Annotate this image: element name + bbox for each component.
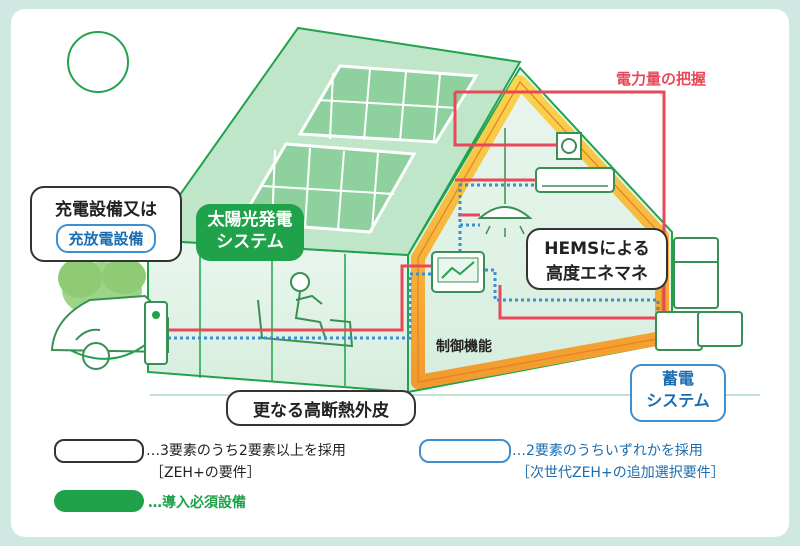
- charging-sub: 充放電設備: [56, 224, 156, 253]
- solar-system-label: 太陽光発電 システム: [196, 204, 304, 261]
- control-function-label: 制御機能: [436, 339, 492, 355]
- hems-line-1: HEMSによる: [544, 239, 650, 259]
- solar-line-1: 太陽光発電: [207, 210, 293, 230]
- legend-green-label: …導入必須設備: [148, 495, 246, 511]
- legend-blue-swatch: [419, 439, 511, 463]
- power-measurement-label: 電力量の把握: [616, 70, 707, 88]
- legend-white-swatch: [54, 439, 144, 463]
- car-icon: [50, 294, 169, 370]
- battery-system-label: 蓄電 システム: [630, 364, 726, 422]
- charging-title: 充電設備又は: [55, 200, 157, 220]
- charging-equipment-callout: 充電設備又は 充放電設備: [30, 186, 182, 262]
- battery-line-1: 蓄電: [661, 369, 694, 388]
- hems-monitor-icon: [431, 251, 485, 293]
- legend-green-swatch: [54, 490, 144, 512]
- control-lines: [168, 183, 660, 340]
- sun-icon: [67, 31, 129, 93]
- charger-icon: [69, 301, 168, 365]
- house-left-wall: [147, 238, 409, 394]
- legend-white-line-2: ［ZEH+の要件］: [150, 465, 261, 481]
- legend-white-line-1: …3要素のうち2要素以上を採用: [146, 443, 346, 459]
- solar-line-2: システム: [216, 232, 284, 252]
- lamp-icon: [477, 128, 533, 237]
- legend-blue-line-2: ［次世代ZEH+の追加選択要件］: [516, 465, 725, 481]
- legend-blue-line-1: …2要素のうちいずれかを採用: [512, 443, 703, 459]
- hems-callout: HEMSによる 高度エネマネ: [526, 228, 668, 290]
- clock-icon: [556, 132, 582, 160]
- air-conditioner-icon: [535, 167, 615, 193]
- solar-panel-icon: [297, 64, 479, 144]
- insulation-callout: 更なる高断熱外皮: [226, 390, 416, 426]
- hems-line-2: 高度エネマネ: [546, 264, 648, 284]
- battery-icon: [655, 237, 743, 351]
- battery-line-2: システム: [646, 391, 710, 410]
